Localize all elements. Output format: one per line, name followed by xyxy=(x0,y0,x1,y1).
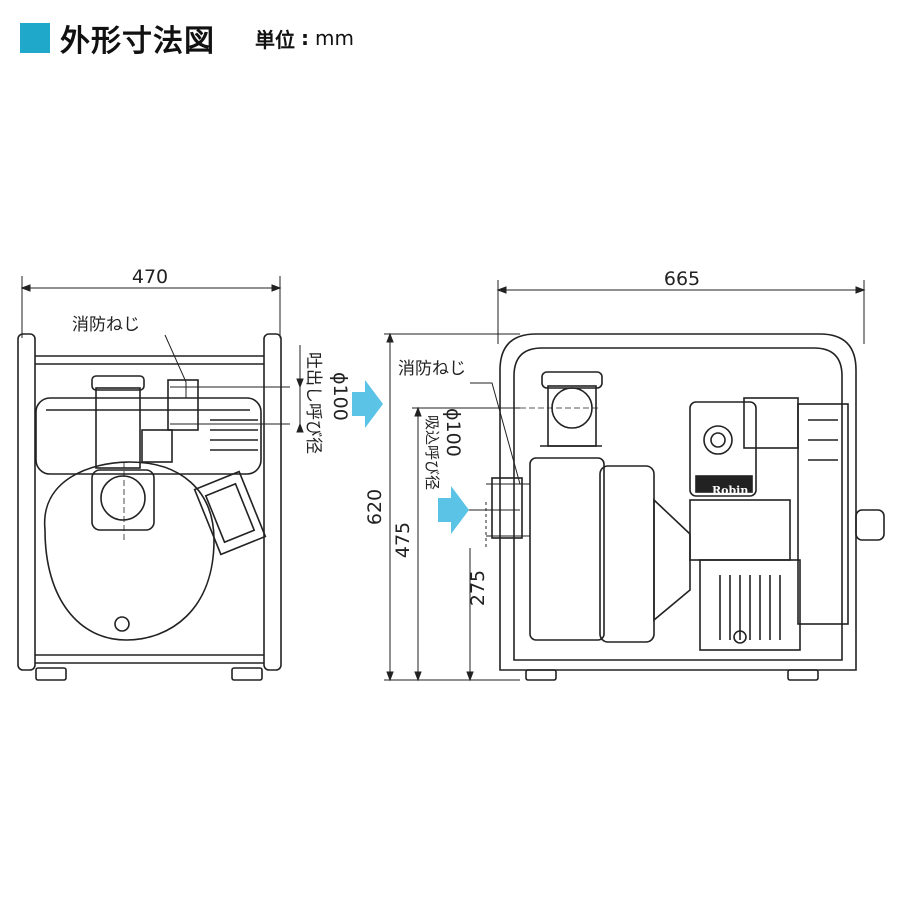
front-plug-leader xyxy=(164,334,304,433)
title-marker xyxy=(20,23,50,53)
side-frame xyxy=(499,333,857,681)
side-length-value: 665 xyxy=(664,268,700,290)
unit-label: 単位 xyxy=(255,27,295,52)
side-outlet-pipe xyxy=(540,371,603,447)
front-engine xyxy=(35,397,262,475)
side-plug-label: 消防ねじ xyxy=(398,359,466,379)
side-view xyxy=(384,280,885,682)
header: 外形寸法図 単位 : mm xyxy=(20,18,354,59)
side-length-dimension xyxy=(496,280,866,344)
unit-value: mm xyxy=(315,26,354,50)
page-title: 外形寸法図 xyxy=(60,24,215,59)
side-inlet-diameter: ϕ100 xyxy=(442,408,464,457)
outlet-arrow-icon xyxy=(352,380,383,428)
engine-brand-logo: Robin xyxy=(712,484,748,497)
front-frame xyxy=(17,333,282,681)
front-pump-casing xyxy=(44,461,215,641)
front-outlet-diameter: ϕ100 xyxy=(329,372,351,421)
side-height-dimensions xyxy=(384,332,520,682)
side-engine xyxy=(689,397,885,651)
front-width-value: 470 xyxy=(132,266,168,288)
front-view xyxy=(17,276,304,681)
side-inlet-label: 吸込呼び径 xyxy=(423,415,441,490)
side-inlet-height-value: 275 xyxy=(467,570,489,606)
front-outlet-label: 吐出し呼び径 xyxy=(303,352,323,454)
inlet-arrow-icon xyxy=(438,486,469,534)
side-height-value: 620 xyxy=(364,489,386,525)
front-width-dimension xyxy=(20,276,282,338)
front-plug-label: 消防ねじ xyxy=(72,315,140,335)
front-carburetor xyxy=(193,470,267,556)
side-plug-leader xyxy=(470,382,600,537)
side-pump-body xyxy=(491,457,691,643)
side-outlet-height-value: 475 xyxy=(392,522,414,558)
unit-separator: : xyxy=(301,26,309,50)
front-outlet-pipe xyxy=(91,375,199,469)
